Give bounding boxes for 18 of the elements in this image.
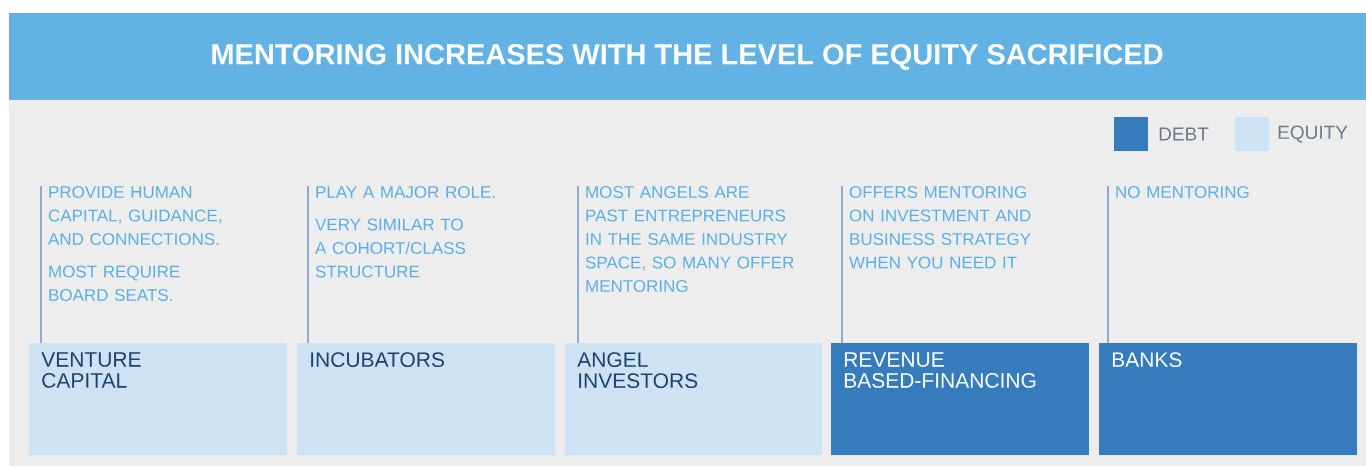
leader-line [841, 185, 843, 344]
title-banner: MENTORING INCREASES WITH THE LEVEL OF EQUITY SACRIFICED [9, 13, 1366, 100]
category-box: VENTURE CAPITAL [29, 343, 287, 455]
description-text: MOST ANGELS ARE PAST ENTREPRENEURS IN THE SAME INDUSTRY SPACE, SO MANY OFFER MENTORING [585, 186, 794, 293]
category-box: ANGEL INVESTORS [565, 343, 822, 455]
description-text: PROVIDE HUMAN CAPITAL, GUIDANCE, AND CONNECTIONS. MOST REQUIRE BOARD SEATS. [48, 186, 221, 302]
category-box: REVENUE BASED-FINANCING [831, 343, 1089, 455]
leader-line [307, 185, 309, 344]
category-box: BANKS [1099, 343, 1357, 455]
description-text: OFFERS MENTORING ON INVESTMENT AND BUSINESS STRATEGY WHEN YOU NEED IT [849, 186, 1031, 269]
legend-label: EQUITY [1278, 125, 1348, 143]
legend-label: DEBT [1159, 127, 1209, 141]
leader-line [1107, 185, 1109, 344]
category-box: INCUBATORS [297, 343, 555, 455]
leader-line [40, 185, 42, 344]
leader-line [577, 185, 579, 344]
description-text: NO MENTORING [1116, 186, 1249, 199]
description-text: PLAY A MAJOR ROLE. VERY SIMILAR TO A COHORT/CLASS STRUCTURE [315, 186, 495, 278]
